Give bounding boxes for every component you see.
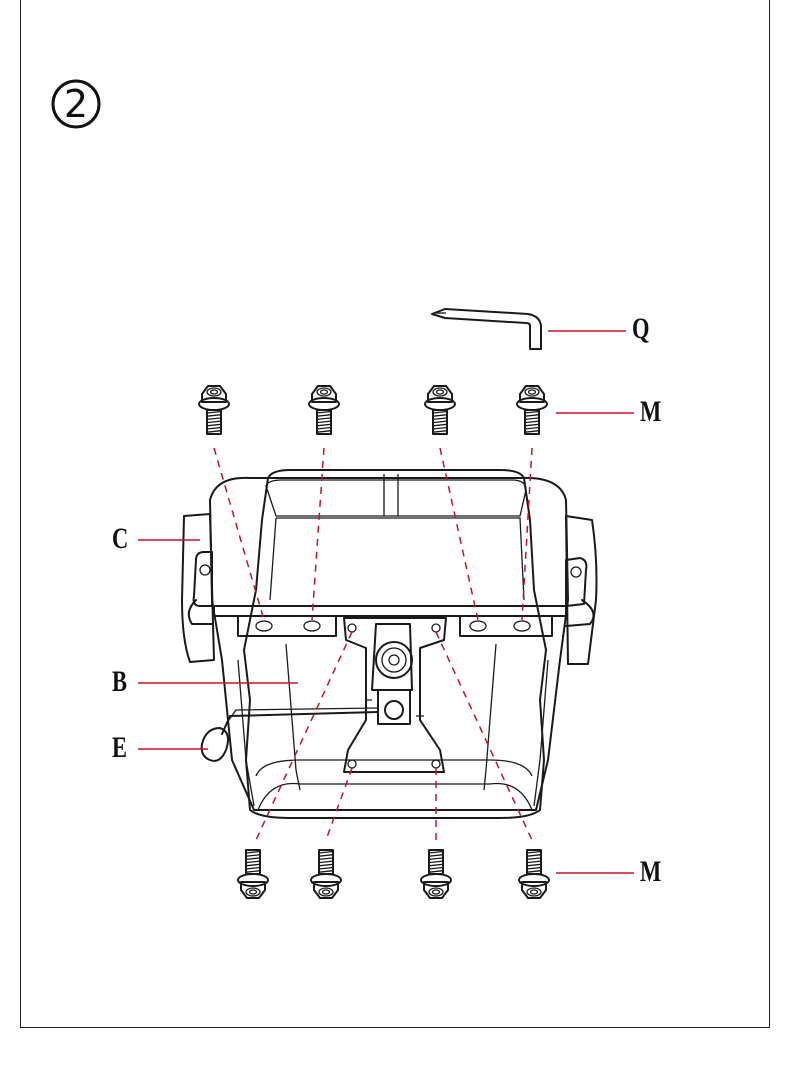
allen-key-icon	[431, 308, 542, 350]
adjustment-lever	[200, 707, 379, 762]
flange-bolt-icon	[308, 385, 340, 435]
alignment-lines	[213, 447, 533, 841]
top-bolts-group	[198, 385, 548, 435]
label-e: E	[112, 731, 128, 764]
armrest-left	[181, 513, 215, 663]
bottom-bolts-group	[237, 849, 550, 899]
flange-bolt-icon	[516, 385, 548, 435]
armrest-right	[565, 515, 598, 665]
seat-pan	[209, 469, 569, 819]
mounting-bracket-left	[237, 615, 337, 637]
flange-bolt-icon	[198, 385, 230, 435]
step-number: 2	[63, 82, 89, 126]
tilt-mechanism	[343, 617, 447, 773]
flange-bolt-icon	[310, 849, 342, 899]
mounting-bracket-right	[459, 615, 553, 637]
page-frame	[20, 0, 770, 1028]
label-q: Q	[632, 312, 650, 345]
label-m-bottom: M	[640, 855, 662, 888]
flange-bolt-icon	[237, 849, 269, 899]
step-badge-circle	[51, 79, 101, 129]
flange-bolt-icon	[420, 849, 452, 899]
flange-bolt-icon	[518, 849, 550, 899]
label-c: C	[112, 522, 129, 555]
crossbar	[213, 605, 567, 617]
label-b: B	[112, 665, 128, 698]
flange-bolt-icon	[424, 385, 456, 435]
label-m-top: M	[640, 395, 662, 428]
